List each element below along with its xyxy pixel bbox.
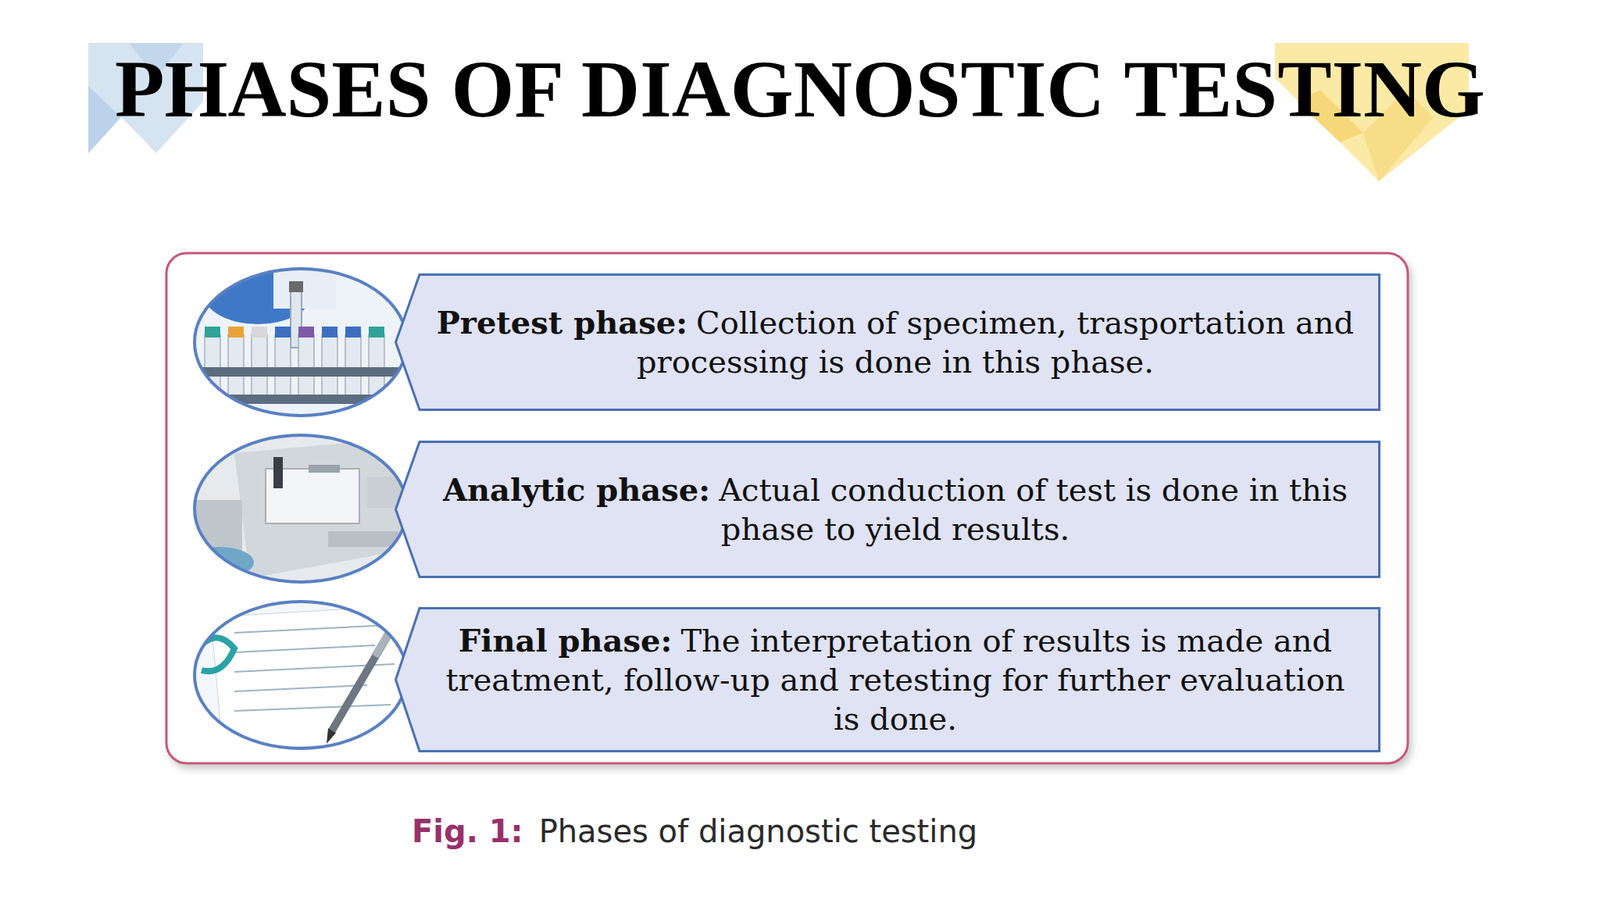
- phase-heading: Final phase:: [458, 621, 672, 659]
- figure-caption: Phases of diagnostic testing: [539, 813, 979, 850]
- diagram-title: PHASES OF DIAGNOSTIC TESTING: [0, 48, 1600, 130]
- circle-frame: [194, 601, 408, 749]
- phase-heading: Analytic phase:: [442, 471, 711, 508]
- lab-analysis-illustration: [183, 429, 422, 586]
- box-shape: [396, 275, 1380, 411]
- report-pen-illustration: [187, 593, 422, 750]
- circle-frame: [194, 268, 408, 416]
- chevron-box-outline: [394, 440, 1381, 579]
- phase-box: Analytic phase:Actual conduction of test…: [394, 440, 1381, 579]
- figure-number: Fig. 1:: [411, 813, 524, 850]
- caption-row: Fig. 1: Phases of diagnostic testing: [411, 812, 978, 850]
- box-shape: [396, 608, 1380, 752]
- circle-frame: [194, 435, 408, 583]
- box-text: Analytic phase:Actual conduction of test…: [394, 462, 1381, 557]
- title-measure: PHASES OF DIAGNOSTIC TESTING: [114, 43, 1486, 134]
- box-text: Pretest phase:Collection of specimen, tr…: [394, 295, 1381, 390]
- phase-box: Final phase:The interpretation of result…: [394, 607, 1381, 753]
- box-shape: [396, 442, 1380, 578]
- phase-description: Collection of specimen, trasportation an…: [636, 304, 1354, 380]
- chevron-box-outline: [394, 273, 1381, 411]
- outer-frame: [166, 253, 1408, 764]
- box-text: Final phase:The interpretation of result…: [394, 613, 1381, 747]
- phase-heading: Pretest phase:: [436, 303, 688, 341]
- test-tube-illustration: [187, 261, 422, 422]
- phase-description: Actual conduction of test is done in thi…: [718, 471, 1348, 547]
- phase-box: Pretest phase:Collection of specimen, tr…: [394, 273, 1381, 411]
